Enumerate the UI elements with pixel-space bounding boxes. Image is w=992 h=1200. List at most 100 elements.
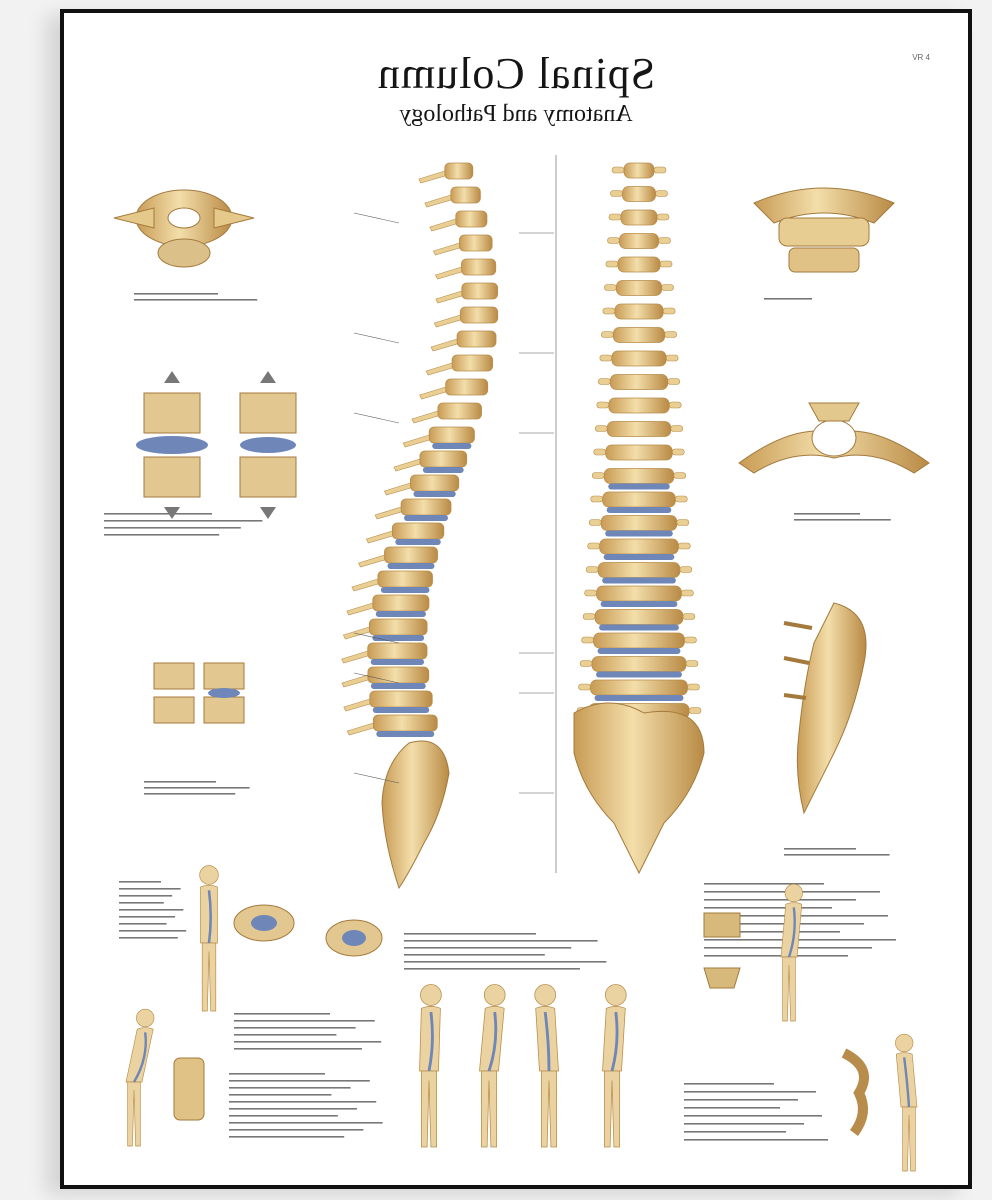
text-line	[784, 854, 890, 856]
front-process-left	[590, 495, 603, 503]
front-vertebra	[611, 350, 667, 367]
front-disc	[597, 648, 681, 654]
side-spinous-process	[411, 410, 439, 424]
text-line	[104, 520, 263, 522]
text-line	[229, 1101, 377, 1103]
poster-code: VR 4	[912, 53, 930, 62]
label-line	[353, 332, 400, 344]
text-line	[704, 907, 832, 909]
vignette-lumbosacral	[783, 602, 867, 815]
text-line	[144, 781, 216, 783]
side-disc	[372, 707, 430, 713]
front-process-right	[684, 636, 697, 644]
front-process-left	[599, 354, 613, 362]
text-line	[104, 534, 220, 536]
side-spinous-process	[342, 626, 370, 640]
front-vertebra	[602, 491, 676, 508]
side-vertebra	[456, 330, 497, 348]
front-process-left	[582, 613, 596, 620]
human-figure	[479, 984, 506, 1148]
text-line	[704, 931, 840, 933]
vignette-thoracic-vertebra	[738, 402, 930, 474]
front-vertebra	[605, 444, 673, 461]
front-process-left	[601, 331, 614, 338]
side-vertebra	[369, 690, 433, 708]
text-line	[794, 513, 860, 515]
figure-head	[895, 1033, 914, 1053]
text-line	[134, 293, 218, 295]
side-vertebra	[437, 402, 482, 420]
text-line	[229, 1136, 345, 1138]
text-line	[104, 513, 212, 515]
figure-head	[604, 984, 627, 1006]
label-line	[353, 632, 400, 644]
front-process-left	[602, 307, 616, 315]
front-vertebra	[622, 186, 656, 202]
front-process-left	[588, 519, 602, 526]
text-line	[119, 930, 187, 932]
text-line	[134, 299, 258, 301]
front-vertebra	[609, 374, 669, 390]
side-vertebra	[368, 618, 428, 636]
side-spinous-process	[393, 458, 421, 472]
front-vertebra	[619, 233, 659, 249]
front-process-right	[658, 237, 671, 244]
text-line	[229, 1073, 325, 1075]
front-process-left	[585, 566, 599, 573]
text-line	[234, 1013, 330, 1015]
text-line	[684, 1123, 804, 1125]
side-spinous-process	[365, 530, 393, 544]
vignette-cervical-vertebra	[113, 189, 255, 268]
front-disc	[605, 530, 673, 537]
front-vertebra	[615, 280, 663, 296]
side-disc	[404, 515, 448, 521]
front-process-right	[662, 307, 676, 315]
front-process-right	[656, 213, 670, 221]
text-line	[119, 916, 175, 918]
side-disc	[387, 563, 435, 569]
figure-spine	[543, 1011, 551, 1072]
side-spinous-process	[346, 602, 374, 616]
text-line	[234, 1027, 356, 1029]
text-line	[704, 955, 848, 957]
text-line	[234, 1048, 362, 1050]
text-line	[794, 519, 891, 521]
text-line	[144, 787, 250, 789]
front-process-right	[682, 613, 696, 620]
text-line	[684, 1091, 816, 1093]
figure-spine	[132, 1032, 147, 1083]
text-line	[684, 1107, 780, 1109]
front-process-left	[598, 378, 611, 385]
figure-head	[534, 984, 557, 1006]
front-vertebra	[623, 162, 655, 179]
side-vertebra	[445, 378, 489, 396]
front-process-left	[608, 213, 622, 221]
figure-torso	[479, 1006, 505, 1072]
side-spinous-process	[358, 554, 385, 568]
text-line	[229, 1094, 332, 1096]
front-process-left	[611, 166, 625, 174]
front-process-right	[665, 354, 679, 362]
side-spinous-process	[341, 674, 369, 688]
front-vertebra	[600, 515, 678, 531]
front-process-right	[661, 284, 674, 291]
side-vertebra	[400, 498, 452, 516]
front-process-left	[584, 589, 597, 597]
text-line	[229, 1122, 383, 1124]
side-vertebra	[372, 594, 430, 612]
text-line	[684, 1115, 822, 1117]
figure-torso	[200, 884, 218, 944]
front-vertebra	[594, 609, 684, 625]
text-line	[764, 298, 812, 300]
side-spinous-process	[424, 194, 452, 208]
front-disc	[596, 671, 682, 678]
vignette-disc-compression	[136, 371, 297, 519]
front-vertebra	[620, 209, 658, 226]
front-process-left	[593, 448, 607, 456]
front-process-right	[664, 331, 677, 338]
front-vertebra	[606, 421, 672, 437]
side-spinous-process	[429, 218, 457, 232]
side-vertebra	[372, 714, 438, 732]
sacrum-side	[381, 740, 450, 890]
label-lines	[353, 212, 554, 794]
